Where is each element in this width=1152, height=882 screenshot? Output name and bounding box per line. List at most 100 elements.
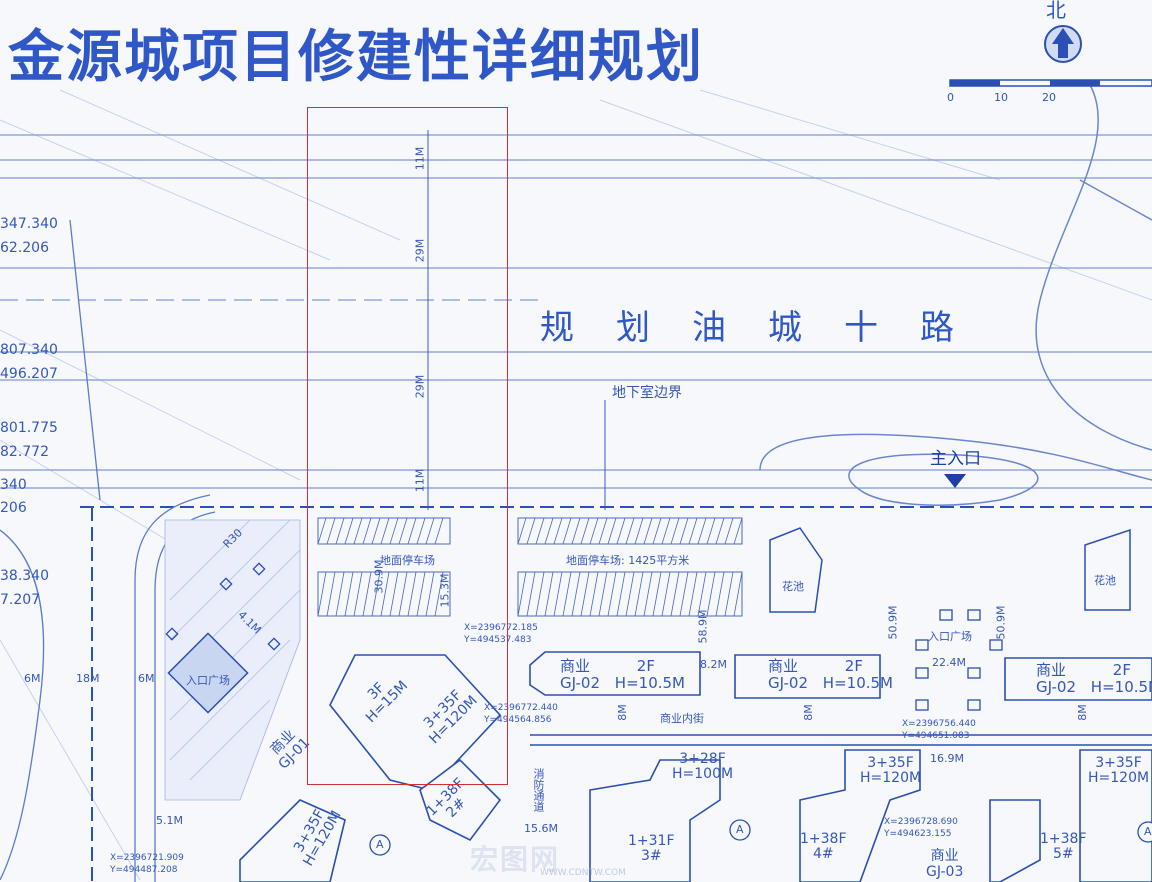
- building-floors: 2F: [636, 657, 655, 675]
- dimension-label: 15.6M: [524, 822, 558, 835]
- parking-a-label: 地面停车场: [380, 554, 435, 567]
- entry-plaza-label: 入口广场: [928, 630, 972, 643]
- road-char: 十: [844, 308, 878, 348]
- axis-marker: A: [736, 823, 744, 836]
- axis-marker: A: [1144, 825, 1152, 838]
- coord-x: X=2396728.690: [884, 817, 958, 827]
- building-name: 商业: [768, 657, 799, 675]
- watermark: 宏图网: [470, 843, 561, 876]
- parking-b-label: 地面停车场: 1425平方米: [566, 554, 690, 567]
- building-height: H=120M: [860, 770, 922, 786]
- coord-y: Y=494537.483: [464, 635, 532, 645]
- fire-lane-label: 消防通道: [532, 768, 545, 812]
- coord-y: Y=494564.856: [484, 715, 552, 725]
- building-name: 商业: [560, 657, 591, 675]
- tower-t4: 3+35F H=120M: [1088, 756, 1149, 786]
- coordinate-label: 496.207: [0, 366, 58, 382]
- building-name: 商业: [930, 848, 959, 864]
- coord-x: X=2396721.909: [110, 853, 184, 863]
- dimension-label: 8M: [615, 704, 629, 721]
- building-code: GJ-03: [926, 864, 964, 880]
- tower-4: 1+38F 4#: [800, 832, 847, 862]
- coord-x: X=2396756.440: [902, 719, 976, 729]
- building-number: 3#: [640, 848, 662, 864]
- road-char: 划: [616, 308, 650, 348]
- coord-y: Y=494651.083: [902, 731, 970, 741]
- building-name: 商业: [1036, 661, 1067, 679]
- survey-coordinate: X=2396728.690 Y=494623.155: [884, 816, 958, 840]
- flower-bed-label: 花池: [782, 580, 804, 593]
- axis-marker: A: [376, 838, 384, 851]
- building-height: H=100M: [672, 766, 734, 782]
- scale-tick-0: 0: [947, 91, 954, 104]
- dimension-label: 16.9M: [930, 752, 964, 765]
- building-floors: 2F: [844, 657, 863, 675]
- coordinate-label: 340: [0, 477, 27, 493]
- dimension-label: 50.9M: [994, 605, 1008, 640]
- basement-boundary-label: 地下室边界: [612, 385, 682, 401]
- building-height: H=10.5M: [614, 674, 685, 692]
- main-entrance-label: 主入口: [930, 449, 981, 469]
- dimension-label: 6M: [138, 672, 155, 685]
- commercial-street-label: 商业内街: [660, 712, 704, 725]
- dimension-label: 8M: [1075, 704, 1089, 721]
- coordinate-label: 807.340: [0, 342, 58, 358]
- highlight-box: [307, 107, 508, 785]
- road-char: 油: [692, 308, 726, 348]
- flower-bed-label: 花池: [1094, 574, 1116, 587]
- coord-y: Y=494623.155: [884, 829, 952, 839]
- building-gj02-c: 商业 2F GJ-02 H=10.5M: [1036, 662, 1152, 696]
- building-floors: 1+31F: [628, 833, 675, 849]
- building-gj02-b: 商业 2F GJ-02 H=10.5M: [768, 658, 893, 692]
- building-floors: 3+35F: [867, 755, 914, 771]
- survey-coordinate: X=2396772.440 Y=494564.856: [484, 702, 558, 726]
- building-floors: 3+35F: [1095, 755, 1142, 771]
- dimension-label: 8.2M: [700, 658, 727, 671]
- scale-tick-20: 20: [1042, 91, 1056, 104]
- building-floors: 3+28F: [679, 751, 726, 767]
- building-gj03: 商业 GJ-03: [926, 848, 963, 880]
- scale-tick-10: 10: [994, 91, 1008, 104]
- road-char: 规: [540, 308, 574, 348]
- tower-t2: 3+28F H=100M: [672, 752, 733, 782]
- north-label: 北: [1046, 0, 1066, 22]
- entry-plaza-label: 入口广场: [186, 674, 230, 687]
- dimension-label: 18M: [76, 672, 100, 685]
- survey-coordinate: X=2396756.440 Y=494651.083: [902, 718, 976, 742]
- building-height: H=10.5M: [822, 674, 893, 692]
- dimension-label: 6M: [24, 672, 41, 685]
- dimension-label: 58.9M: [696, 609, 710, 644]
- coordinate-label: 801.775: [0, 420, 58, 436]
- coordinate-label: 82.772: [0, 444, 49, 460]
- tower-3: 1+31F 3#: [628, 834, 675, 864]
- building-number: 4#: [812, 846, 834, 862]
- building-floors: 2F: [1112, 661, 1131, 679]
- dimension-label: 5.1M: [156, 814, 183, 827]
- dimension-label: 22.4M: [932, 656, 966, 669]
- building-code: GJ-02: [768, 674, 809, 692]
- survey-coordinate: X=2396772.185 Y=494537.483: [464, 622, 538, 646]
- road-char: 城: [768, 308, 802, 348]
- coordinate-label: 7.207: [0, 592, 41, 608]
- road-char: 路: [920, 308, 954, 348]
- building-code: GJ-02: [560, 674, 601, 692]
- road-name: 规划油城十路: [540, 300, 996, 349]
- coordinate-label: 62.206: [0, 240, 49, 256]
- building-height: H=120M: [1088, 770, 1150, 786]
- coord-x: X=2396772.185: [464, 623, 538, 633]
- tower-t3: 3+35F H=120M: [860, 756, 921, 786]
- building-height: H=10.5M: [1090, 678, 1152, 696]
- building-code: GJ-02: [1036, 678, 1077, 696]
- coord-y: Y=494487.208: [110, 865, 178, 875]
- tower-5: 1+38F 5#: [1040, 832, 1087, 862]
- building-number: 5#: [1052, 846, 1074, 862]
- coordinate-label: 347.340: [0, 216, 58, 232]
- coord-x: X=2396772.440: [484, 703, 558, 713]
- page-title: 金源城项目修建性详细规划: [8, 25, 704, 90]
- building-gj02-a: 商业 2F GJ-02 H=10.5M: [560, 658, 685, 692]
- dimension-label: 50.9M: [886, 605, 900, 640]
- survey-coordinate: X=2396721.909 Y=494487.208: [110, 852, 184, 876]
- coordinate-label: 206: [0, 500, 27, 516]
- dimension-label: 8M: [801, 704, 815, 721]
